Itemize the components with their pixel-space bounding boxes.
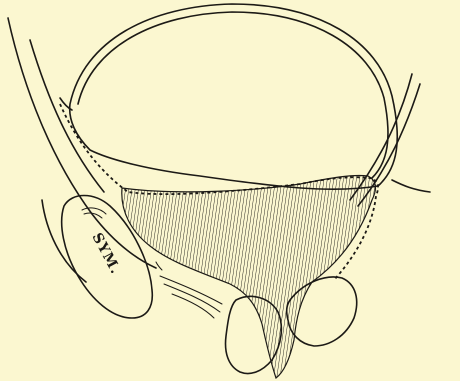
abdominal-wall-lines — [8, 18, 156, 282]
bladder-wall — [70, 4, 398, 189]
symphysis-label: SYM. — [88, 230, 123, 277]
